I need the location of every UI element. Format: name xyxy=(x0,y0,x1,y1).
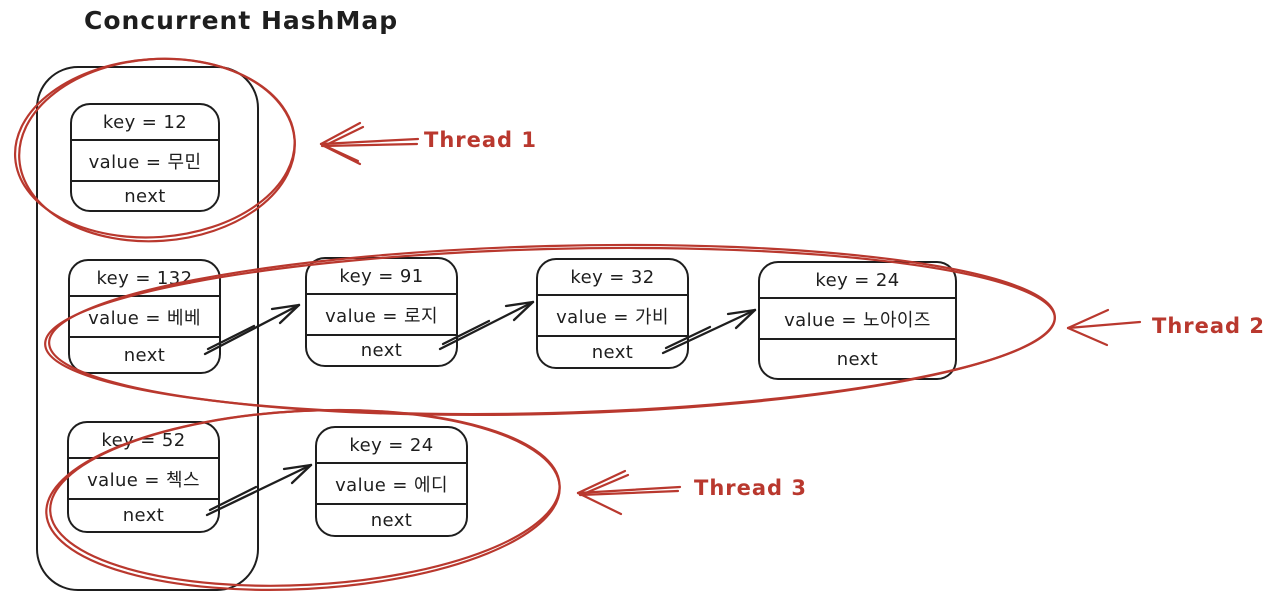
thread-2-arrow xyxy=(1066,308,1142,347)
node-key-field: key = 52 xyxy=(69,423,218,459)
node-value-field: value = 첵스 xyxy=(69,459,218,500)
node-value-field: value = 베베 xyxy=(70,297,219,338)
hash-node-32: key = 32 value = 가비 next xyxy=(536,258,689,369)
node-next-field: next xyxy=(122,505,165,526)
hash-node-91: key = 91 value = 로지 next xyxy=(305,257,458,367)
node-key-field: key = 24 xyxy=(760,263,955,299)
node-value-field: value = 노아이즈 xyxy=(760,299,955,340)
hash-node-132: key = 132 value = 베베 next xyxy=(68,259,221,374)
node-key-field: key = 12 xyxy=(72,105,218,141)
thread-1-arrow xyxy=(319,121,420,166)
node-value-field: value = 가비 xyxy=(538,296,687,337)
node-key-field: key = 132 xyxy=(70,261,219,297)
node-value-field: value = 로지 xyxy=(307,295,456,336)
hash-node-24-bucket1: key = 24 value = 노아이즈 next xyxy=(758,261,957,380)
hash-node-24-bucket2: key = 24 value = 에디 next xyxy=(315,426,468,537)
node-next-field: next xyxy=(370,509,413,531)
node-next-field: next xyxy=(124,185,166,207)
node-next-field: next xyxy=(591,341,634,363)
thread-2-label: Thread 2 xyxy=(1152,314,1265,338)
node-key-field: key = 32 xyxy=(538,260,687,296)
node-key-field: key = 24 xyxy=(317,428,466,464)
node-value-field: value = 무민 xyxy=(72,141,218,182)
hash-node-52: key = 52 value = 첵스 next xyxy=(67,421,220,533)
thread-3-label: Thread 3 xyxy=(694,476,807,500)
diagram-title: Concurrent HashMap xyxy=(84,6,399,35)
node-next-field: next xyxy=(360,340,403,361)
thread-3-arrow xyxy=(576,469,682,516)
node-value-field: value = 에디 xyxy=(317,464,466,505)
hash-node-12: key = 12 value = 무민 next xyxy=(70,103,220,212)
node-next-field: next xyxy=(123,344,166,366)
thread-1-label: Thread 1 xyxy=(424,128,537,152)
node-next-field: next xyxy=(836,348,879,370)
node-key-field: key = 91 xyxy=(307,259,456,295)
